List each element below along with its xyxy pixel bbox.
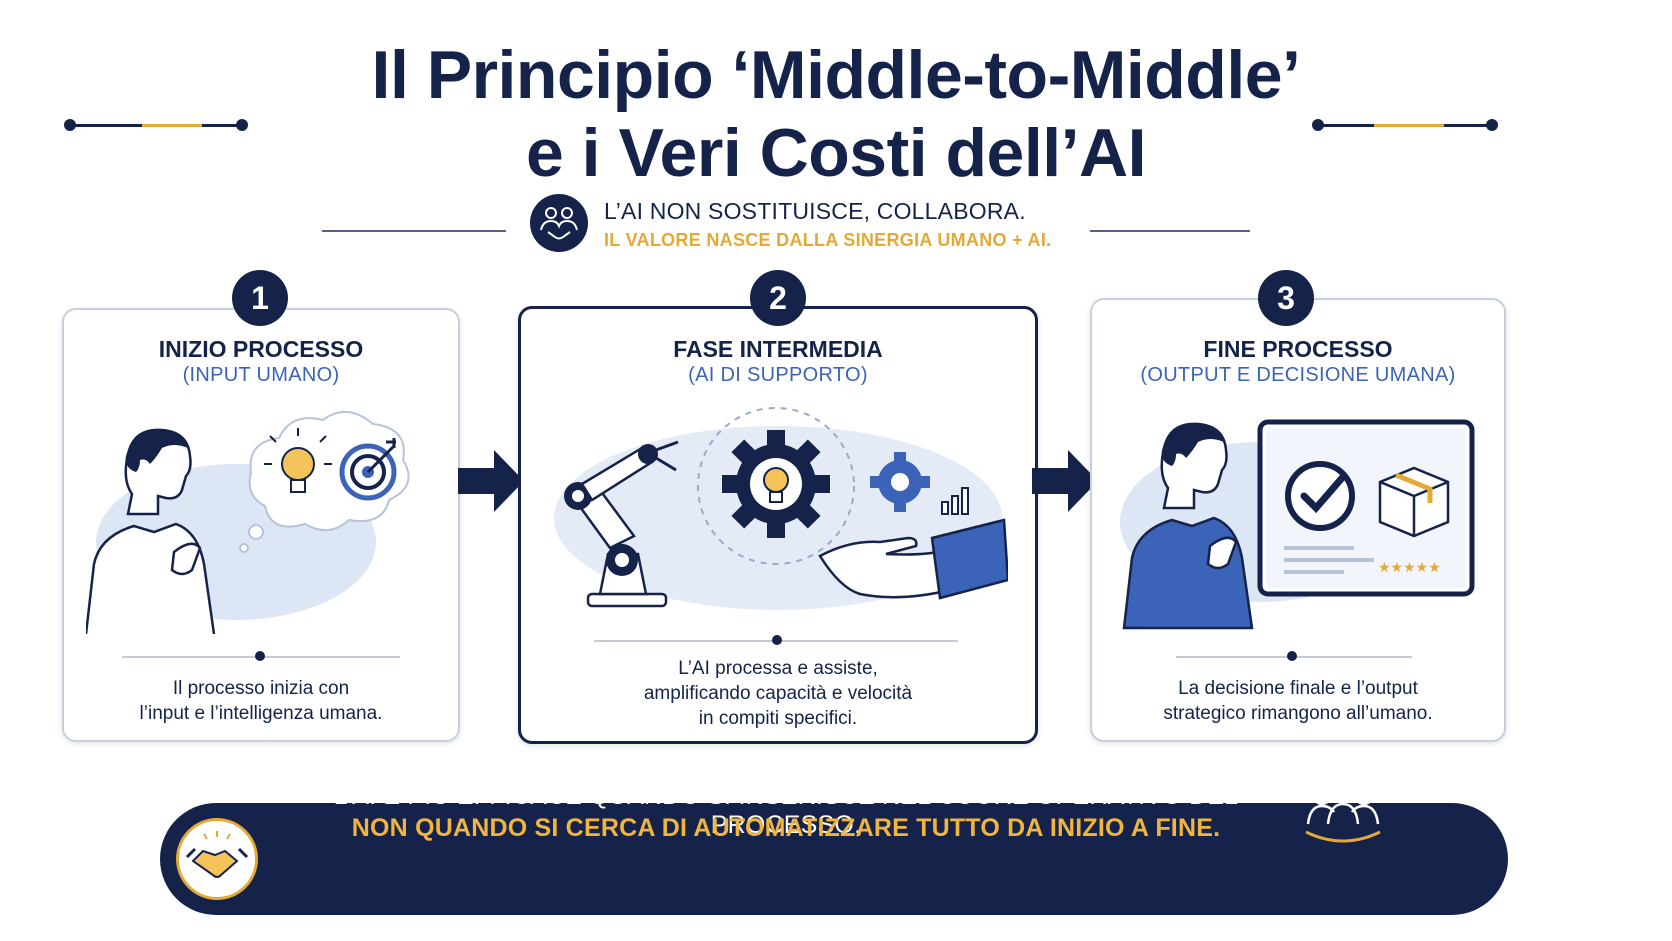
step-description-1: Il processo inizia con l’input e l’intel… (62, 676, 460, 726)
key-message-banner (160, 803, 1508, 915)
step-number-3: 3 (1258, 270, 1314, 326)
svg-text:★★★★★: ★★★★★ (1378, 560, 1441, 576)
step-number-2: 2 (750, 270, 806, 326)
step-separator-dot-2 (772, 635, 782, 645)
step-title-3: FINE PROCESSO (1203, 336, 1393, 362)
step-title-1: INIZIO PROCESSO (158, 336, 364, 362)
step-description-2-line-3: in compiti specifici. (698, 708, 858, 729)
step-description-1-line-2: l’input e l’intelligenza umana. (139, 703, 383, 724)
step-title-2: FASE INTERMEDIA (673, 336, 883, 362)
step-subtitle-3: (OUTPUT E DECISIONE UMANA) (1140, 364, 1456, 386)
tagline-rule-right (1090, 230, 1250, 232)
page-title-line-2: e i Veri Costi dell’AI (525, 115, 1147, 191)
banner-line-1-text: L’AI È PIÙ EFFICACE QUANDO SI INSERISCE … (333, 782, 1239, 839)
handshake-people-icon (530, 194, 588, 252)
arrow-right-icon (458, 448, 524, 514)
step-subtitle-2: (AI DI SUPPORTO) (688, 364, 868, 386)
step-description-3-line-1: La decisione finale e l’output (1178, 678, 1418, 699)
step-description-3: La decisione finale e l’output strategic… (1092, 676, 1504, 726)
step-subtitle-1: (INPUT UMANO) (182, 364, 340, 386)
title-decoration-left (64, 118, 248, 132)
step-number-1: 1 (232, 270, 288, 326)
step-separator-dot-1 (255, 651, 265, 661)
banner-line-2-text: NON QUANDO SI CERCA DI AUTOMATIZZARE TUT… (351, 814, 1221, 842)
person-reviewing-screen-illustration: ★★★★★ (1110, 412, 1480, 632)
handshake-icon (176, 818, 258, 900)
step-separator-dot-3 (1287, 651, 1297, 661)
robot-arm-gears-human-hand-illustration (548, 400, 1010, 614)
step-description-1-line-1: Il processo inizia con (172, 678, 350, 699)
team-people-icon (1298, 774, 1388, 846)
title-decoration-right (1312, 118, 1498, 132)
tagline-accent: IL VALORE NASCE DALLA SINERGIA UMANO + A… (604, 230, 1052, 250)
arrow-right-icon (1032, 448, 1098, 514)
step-description-2: L’AI processa e assiste, amplificando ca… (520, 656, 1036, 731)
step-description-2-line-1: L’AI processa e assiste, (678, 658, 878, 679)
step-description-3-line-2: strategico rimangono all’umano. (1163, 703, 1433, 724)
thinking-person-lightbulb-target-illustration (84, 402, 436, 635)
page-title-line-1: Il Principio ‘Middle-to-Middle’ (371, 37, 1301, 113)
step-description-2-line-2: amplificando capacità e velocità (643, 683, 913, 704)
tagline-rule-left (322, 230, 506, 232)
tagline-main: L’AI NON SOSTITUISCE, COLLABORA. (604, 198, 1026, 224)
